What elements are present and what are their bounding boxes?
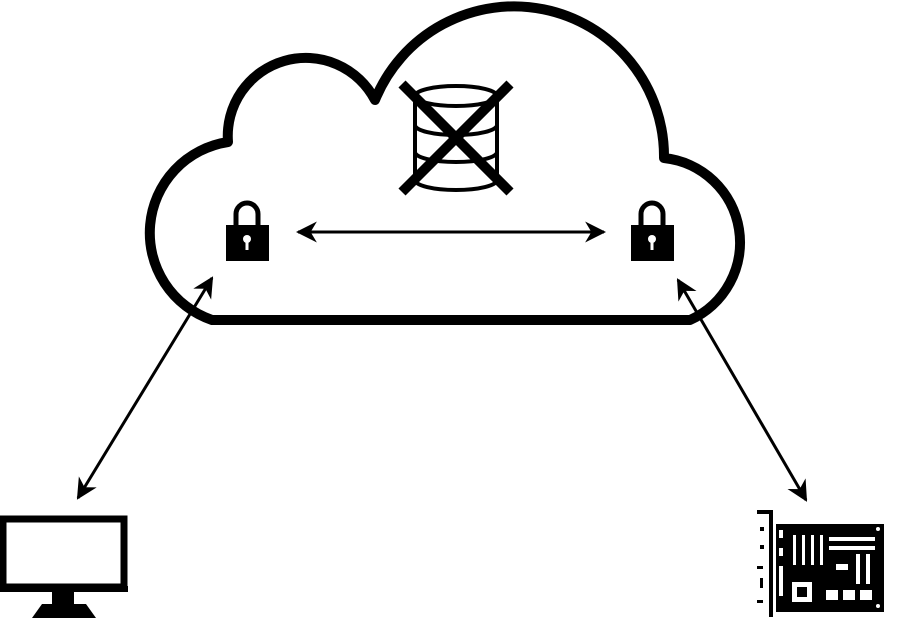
lock-icon-left — [226, 200, 269, 261]
lock-icon-right — [631, 200, 674, 261]
monitor-icon — [0, 515, 128, 618]
cloud-icon — [144, 1, 746, 325]
database-crossed-icon — [398, 80, 514, 196]
arrow-hardware-to-lock — [676, 278, 808, 502]
circuit-board-icon — [757, 510, 884, 617]
arrow-computer-to-lock — [76, 276, 214, 500]
